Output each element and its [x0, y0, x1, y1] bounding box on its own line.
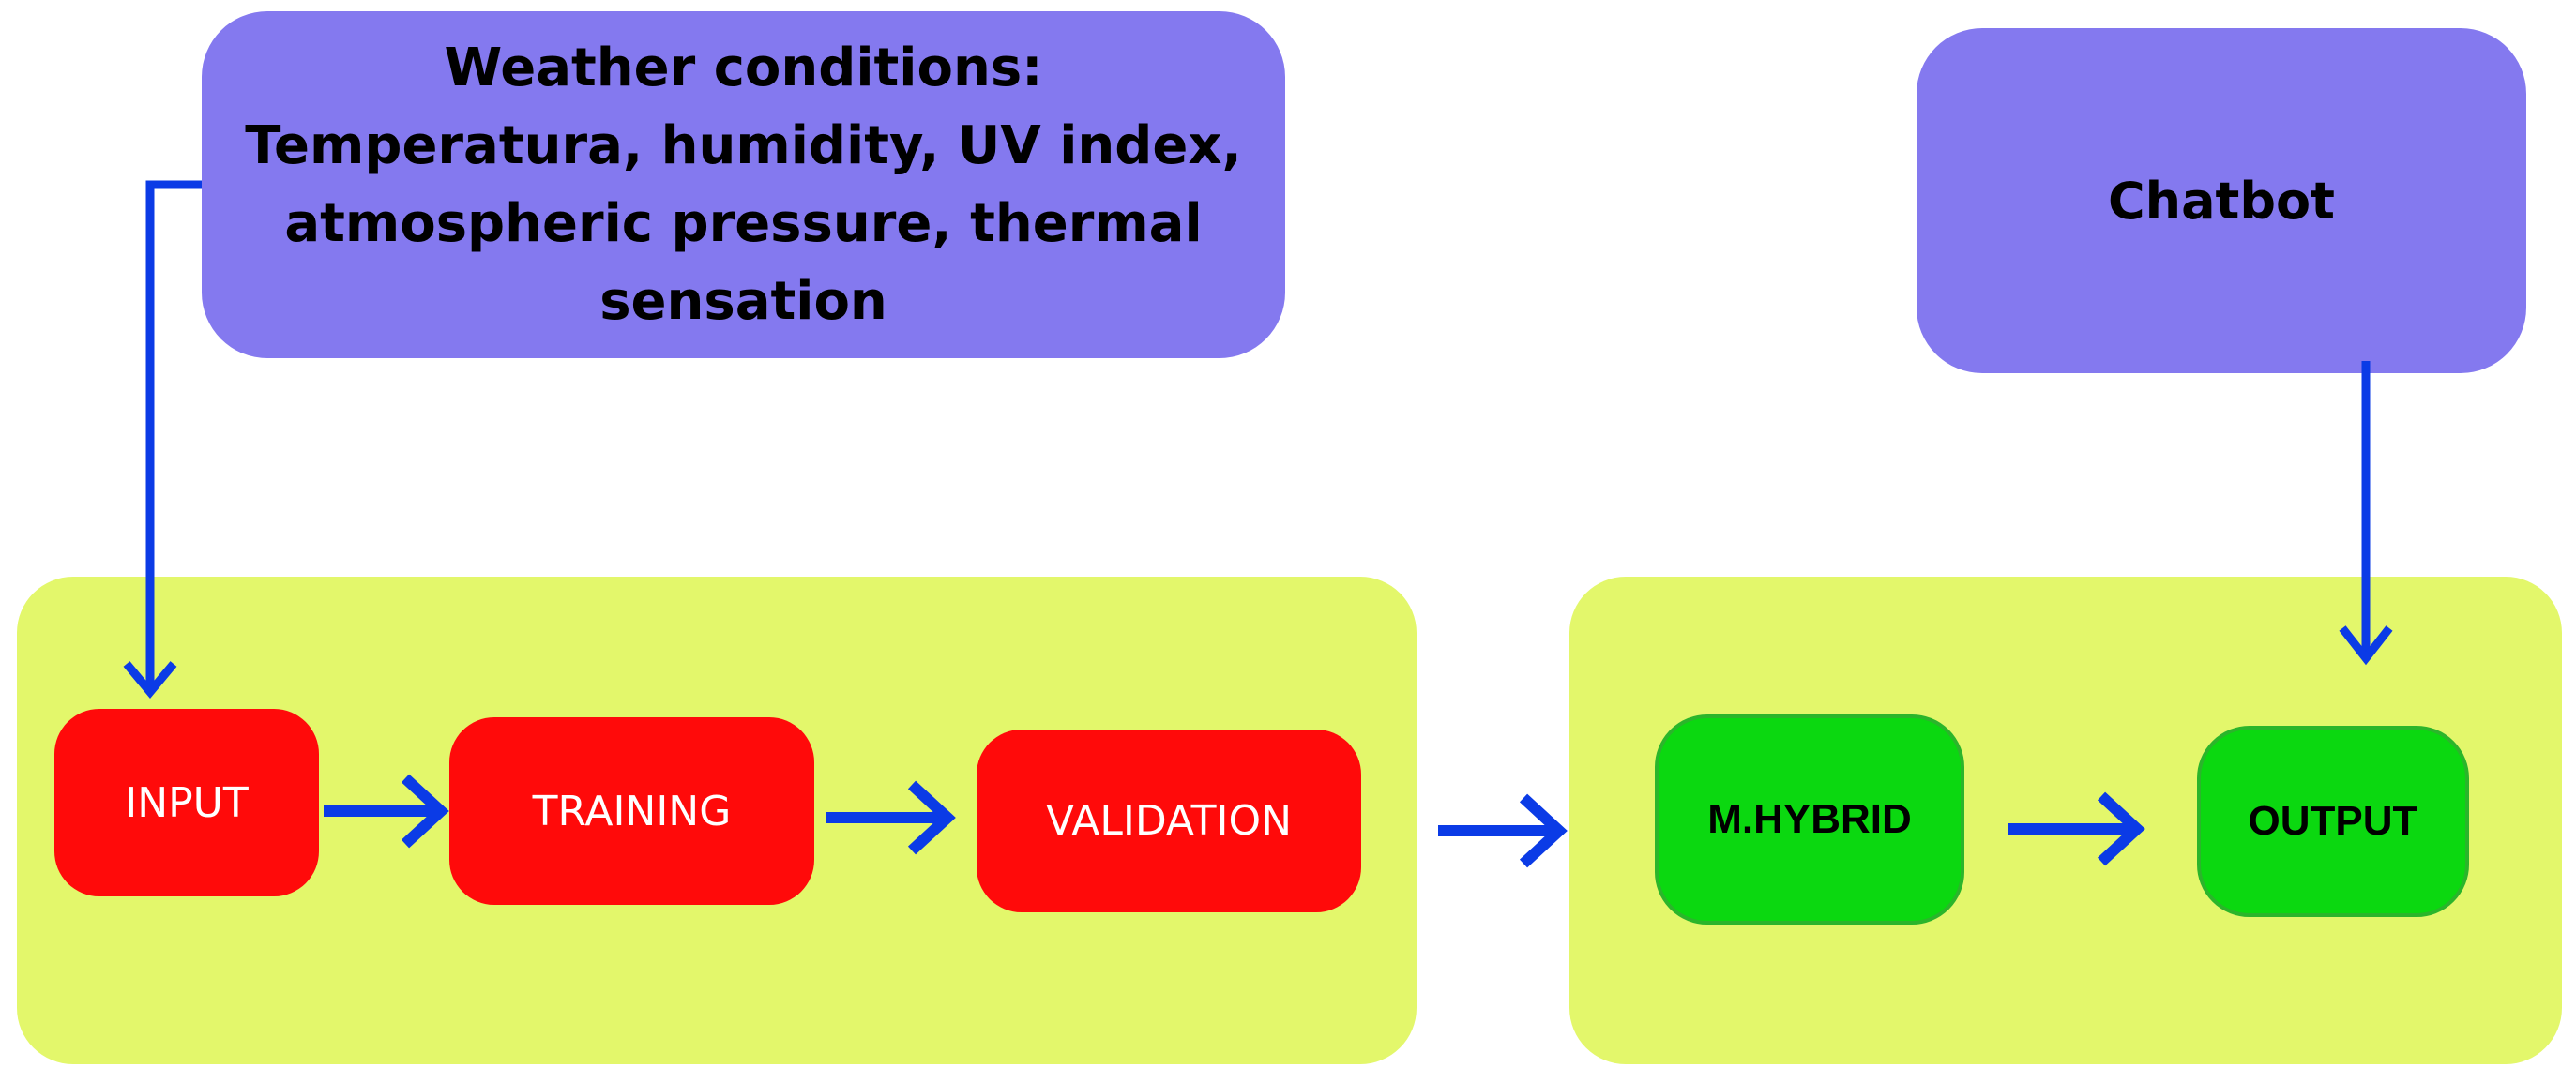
output-label: OUTPUT — [2248, 798, 2418, 844]
input-label: INPUT — [125, 778, 249, 827]
input-box: INPUT — [54, 709, 319, 896]
training-label: TRAINING — [532, 787, 732, 835]
training-to-validation-arrowhead — [907, 780, 956, 855]
hybrid-model-box: M.HYBRID — [1655, 714, 1964, 925]
validation-box: VALIDATION — [977, 730, 1361, 912]
output-box: OUTPUT — [2197, 726, 2469, 917]
weather-line: sensation — [599, 271, 887, 332]
weather-title: Weather conditions: — [444, 38, 1043, 98]
weather-to-input-arrowhead — [123, 661, 177, 699]
weather-to-input-arrow — [145, 180, 202, 692]
weather-line: atmospheric pressure, thermal — [284, 193, 1203, 254]
hybrid-to-output-arrowhead — [2097, 791, 2145, 866]
hybrid-label: M.HYBRID — [1707, 796, 1912, 842]
chatbot-label: Chatbot — [2108, 171, 2335, 231]
chatbot-to-output-arrowhead — [2339, 625, 2393, 666]
weather-line: Temperatura, humidity, UV index, — [245, 115, 1242, 176]
validation-to-hybrid-arrowhead — [1519, 793, 1568, 868]
chatbot-box: Chatbot — [1917, 28, 2526, 373]
weather-conditions-box: Weather conditions: Temperatura, humidit… — [202, 11, 1285, 358]
validation-label: VALIDATION — [1045, 797, 1293, 845]
training-box: TRAINING — [449, 717, 814, 905]
input-to-training-arrowhead — [401, 774, 449, 849]
